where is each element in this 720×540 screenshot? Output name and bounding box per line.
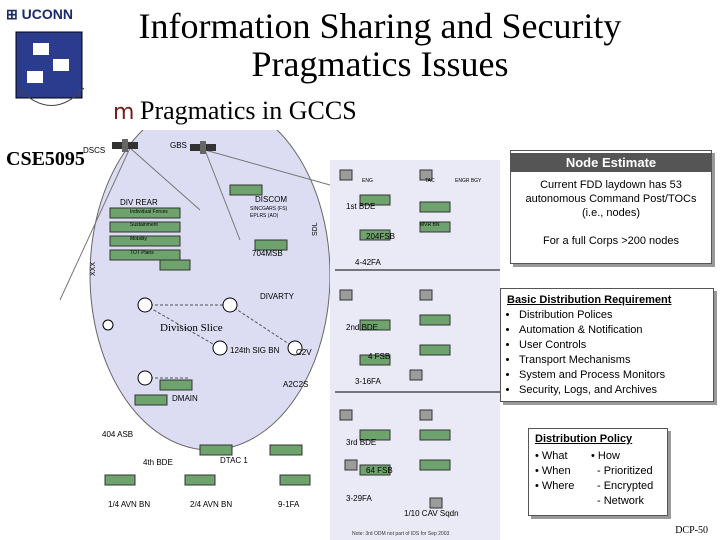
policy-right-column: • How - Prioritized - Encrypted - Networ… — [591, 449, 653, 509]
label-2nd-bde: 2nd BDE — [346, 323, 379, 332]
list-item: Transport Mechanisms — [519, 353, 665, 368]
label-124th-sig-bn: 124th SIG BN — [230, 346, 280, 355]
label-eng: ENG — [362, 178, 373, 184]
slide-subtitle: Pragmatics in GCCS — [140, 96, 357, 125]
label-tac: TAC — [425, 178, 435, 184]
slide-title-line2: Pragmatics Issues — [251, 44, 509, 84]
list-item: User Controls — [519, 338, 665, 353]
label-tot-plans: TOT Plans — [130, 250, 154, 256]
distribution-policy-heading: Distribution Policy — [535, 433, 633, 445]
label-xxx: XXX — [90, 261, 97, 276]
list-item: System and Process Monitors — [519, 368, 665, 383]
basic-distribution-list: Distribution Polices Automation & Notifi… — [505, 308, 665, 398]
list-item: Security, Logs, and Archives — [519, 383, 665, 398]
label-division-slice: Division Slice — [160, 322, 223, 334]
basic-distribution-heading: Basic Distribution Requirement — [507, 294, 672, 306]
label-204fsb: 204FSB — [366, 232, 395, 241]
label-1-10-cav-sqdn: 1/10 CAV Sqdn — [404, 509, 459, 518]
subtitle-bullet: m — [113, 100, 135, 125]
sat-label-gbs: GBS — [170, 141, 187, 150]
label-mvr-bn: MVR BN — [420, 222, 440, 228]
slide-number: DCP-50 — [675, 525, 708, 536]
uconn-logo: ⊞ UCONN — [6, 6, 73, 23]
list-item: • What — [535, 450, 568, 462]
label-individual-forces: Individual Forces — [130, 209, 168, 215]
label-1st-bde: 1st BDE — [346, 202, 376, 211]
label-div-rear: DIV REAR — [120, 198, 158, 207]
satellite-icon — [190, 141, 216, 154]
label-4th-bde: 4th BDE — [143, 458, 173, 467]
footnote: Note: 3rd ODM not part of IDS for Sep 20… — [352, 531, 450, 537]
label-4-fsb: 4 FSB — [368, 352, 391, 361]
label-engr-bgy: ENGR BGY — [455, 178, 482, 184]
label-discom: DISCOM — [255, 195, 287, 204]
node-estimate-corps: For a full Corps >200 nodes — [542, 235, 680, 247]
label-c2v: C2V — [296, 348, 312, 357]
basic-distribution-box: Basic Distribution Requirement Distribut… — [500, 288, 714, 402]
course-code: CSE5095 — [6, 148, 85, 170]
satellite-icon — [112, 139, 138, 152]
list-item: - Prioritized — [597, 465, 653, 477]
label-404-asb: 404 ASB — [102, 430, 134, 439]
sat-label-dscs: DSCS — [83, 146, 106, 155]
gccs-network-diagram — [59, 130, 500, 540]
list-item: Automation & Notification — [519, 323, 665, 338]
list-item: • How — [591, 450, 620, 462]
label-sustainment: Sustainment — [130, 222, 158, 228]
label-divarty: DIVARTY — [260, 292, 294, 301]
label-3rd-bde: 3rd BDE — [346, 438, 377, 447]
label-a2c2s: A2C2S — [283, 380, 309, 389]
label-704msb: 704MSB — [252, 249, 283, 258]
list-item: Distribution Polices — [519, 308, 665, 323]
distribution-policy-box: Distribution Policy • What • When • Wher… — [528, 428, 668, 516]
label-3-29fa: 3-29FA — [346, 494, 372, 503]
list-item: - Network — [597, 495, 645, 507]
list-item: - Encrypted — [597, 480, 654, 492]
list-item: • Where — [535, 480, 575, 492]
label-sincgars: SINCGARS (FS) — [250, 206, 288, 212]
label-64-fsb: 64 FSB — [366, 466, 393, 475]
policy-left-column: • What • When • Where — [535, 449, 574, 494]
label-3-16fa: 3-16FA — [355, 377, 381, 386]
division-area — [89, 130, 331, 451]
slide-title-line1: Information Sharing and Security — [138, 6, 622, 46]
label-eplrs: EPLRS (AO) — [250, 213, 279, 219]
node-estimate-title: Node Estimate — [511, 153, 711, 172]
label-9-1fa: 9-1FA — [278, 500, 300, 509]
logo-text: UCONN — [21, 6, 73, 22]
label-mobility: Mobility — [130, 236, 147, 242]
label-4-42fa: 4-42FA — [355, 258, 381, 267]
label-sdl: SDL — [312, 222, 319, 236]
label-dmain: DMAIN — [172, 394, 198, 403]
department-seal — [15, 31, 85, 106]
uconn-mark-icon: ⊞ — [6, 6, 22, 22]
label-2-4-avn-bn: 2/4 AVN BN — [190, 500, 233, 509]
label-1-4-avn-bn: 1/4 AVN BN — [108, 500, 151, 509]
list-item: • When — [535, 465, 571, 477]
node-estimate-box: Node Estimate Current FDD laydown has 53… — [510, 150, 712, 264]
label-dtac1: DTAC 1 — [220, 456, 248, 465]
node-estimate-text: Current FDD laydown has 53 autonomous Co… — [525, 179, 697, 219]
